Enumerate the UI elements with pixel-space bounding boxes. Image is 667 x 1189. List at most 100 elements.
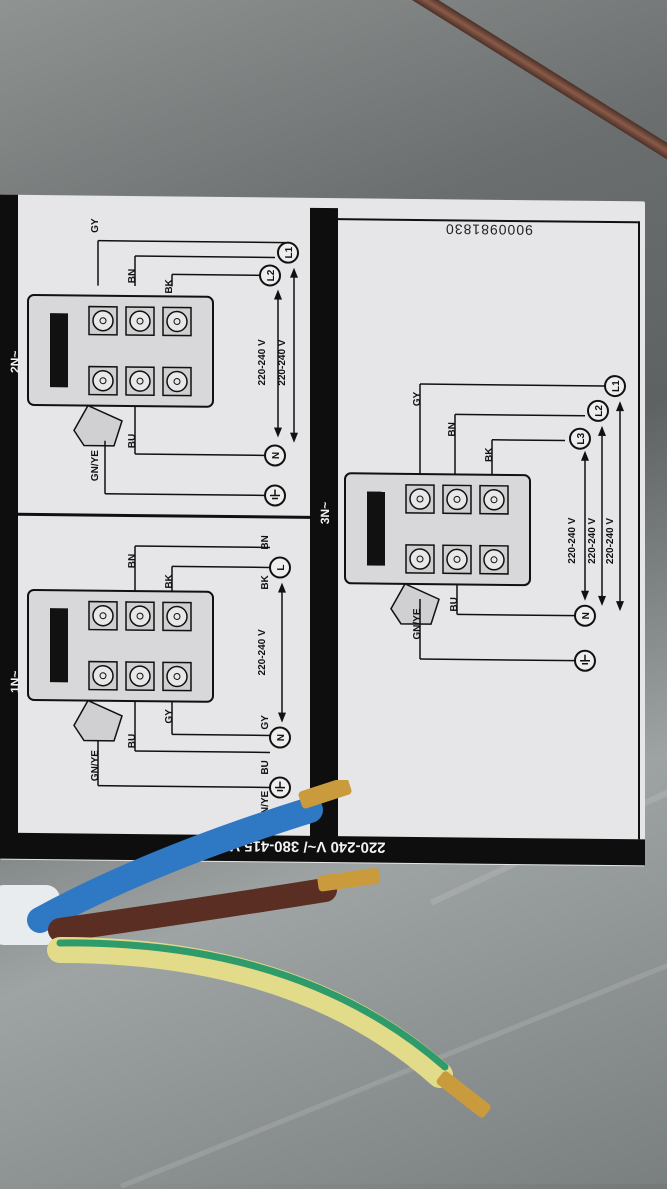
ferrule-green-yellow [436,1071,491,1118]
wire-gnye [420,658,575,662]
cable-bundle [0,780,491,1118]
terminal-bridge [50,313,68,388]
terminal-screw [166,605,188,628]
wire-bu [135,750,270,754]
wire-bk [492,439,565,442]
panel-3n-terminal-block [344,472,531,625]
terminal-screw [409,548,431,570]
screw-head [99,317,107,325]
panel-1n-supply-n-label: N [276,734,287,741]
panel-2n-voltage-arrow-head [274,427,282,438]
panel-1n-voltage: 220-240 V [257,629,268,676]
panel-2n-voltage-arrow-head [290,432,298,443]
wire-label-bn: BN [127,269,138,284]
panel-3n-voltage: 220-240 V [567,517,578,564]
screw-head [173,377,181,385]
screw-head [136,317,144,325]
wire-label-gnye: GN/YE [412,608,423,640]
panel-1n-supply-l [269,556,291,579]
panel-1n-supply-n [269,726,291,749]
panel-3n-supply-l1-label: L1 [611,380,622,392]
wire-label-bu: BU [449,597,460,612]
screw-head [490,556,498,564]
side-label-gnye: N/YE [260,790,271,814]
panel-3n-supply-l3 [569,427,591,450]
screw-head [173,672,181,680]
wire-bn [135,545,270,549]
wire-gy [98,239,285,244]
wire-label-bk: BK [484,447,495,462]
cable-green-yellow [47,937,453,1088]
panel-1n-supply-l-label: L [276,564,287,570]
panel-3n-supply-l1 [604,375,626,398]
panel-3n-supply-n-label: N [581,612,592,619]
terminal-screw [483,489,505,511]
panel-2n-voltage-arrow-head [290,267,298,278]
side-label-bn: BN [260,535,271,550]
terminal-screw [446,488,468,511]
panel-3n-voltage: 220-240 V [605,518,616,565]
panel-3n-voltage-arrow-head [581,450,589,461]
panel-2n-voltage: 220-240 V [277,339,288,386]
copper-pipe [380,0,667,171]
panel-2n-supply-n [264,444,286,467]
terminal-screw [446,548,468,571]
panel-3n-supply-l2-label: L2 [594,405,605,417]
wire-label-bu: BU [127,434,138,449]
earth-icon [580,654,590,665]
wire-gy [172,733,270,737]
terminal-screw [166,665,188,688]
panel-2n-supply-l1-label: L1 [284,246,295,258]
wire-gy [420,383,605,387]
side-label-gy: GY [260,715,271,730]
wire-label-gy: GY [164,709,175,724]
panel-2n-supply-l2 [259,264,281,287]
wire-label-bk: BK [164,573,175,588]
wire-label-bk: BK [164,278,175,293]
panel-3n-supply-l2 [587,399,609,422]
screw-head [99,612,107,620]
wire-bn [135,255,275,259]
panel-2n-supply-n-label: N [271,452,282,459]
panel-1n-terminal-block [27,588,214,742]
panel-3n-voltage-arrow-head [616,601,624,612]
terminal-screw [166,370,188,393]
terminal-screw [92,604,114,627]
panel-3n-voltage: 220-240 V [587,517,598,564]
earth-plate [73,404,123,447]
panel-3n-voltage-arrow-head [598,595,606,606]
terminal-screw [129,310,151,332]
terminal-screw [92,309,114,332]
screw-head [99,672,107,680]
wire-bu [457,613,575,617]
screw-head [416,495,424,503]
panel-3n-supply-l3-label: L3 [576,432,587,444]
screw-head [453,495,461,503]
cable-brown [48,878,337,942]
panel-2n-supply-l2-label: L2 [266,269,277,281]
terminal-screw [483,549,505,571]
wire-label-gy: GY [90,218,101,233]
screw-head [173,317,181,325]
panel-2n-terminal-block [27,293,214,447]
terminal-screw [129,370,151,392]
terminal-screw [129,605,151,627]
screw-head [453,555,461,563]
screw-head [416,555,424,563]
screw-head [136,377,144,385]
terminal-screw [92,369,114,392]
wire-gnye [105,492,270,497]
earth-icon [275,781,285,792]
panel-3n-supply-n [574,604,596,627]
screw-head [136,612,144,620]
wire-label-gnye: GN/YE [90,750,101,782]
screw-head [136,672,144,680]
ferrule-blue [298,780,352,809]
earth-plate [390,582,440,625]
screw-head [99,377,107,385]
wire-label-bn: BN [127,554,138,569]
wire-label-gy: GY [412,391,423,406]
screw-head [173,612,181,620]
terminal-screw [129,665,151,687]
terminal-screw [92,664,114,687]
